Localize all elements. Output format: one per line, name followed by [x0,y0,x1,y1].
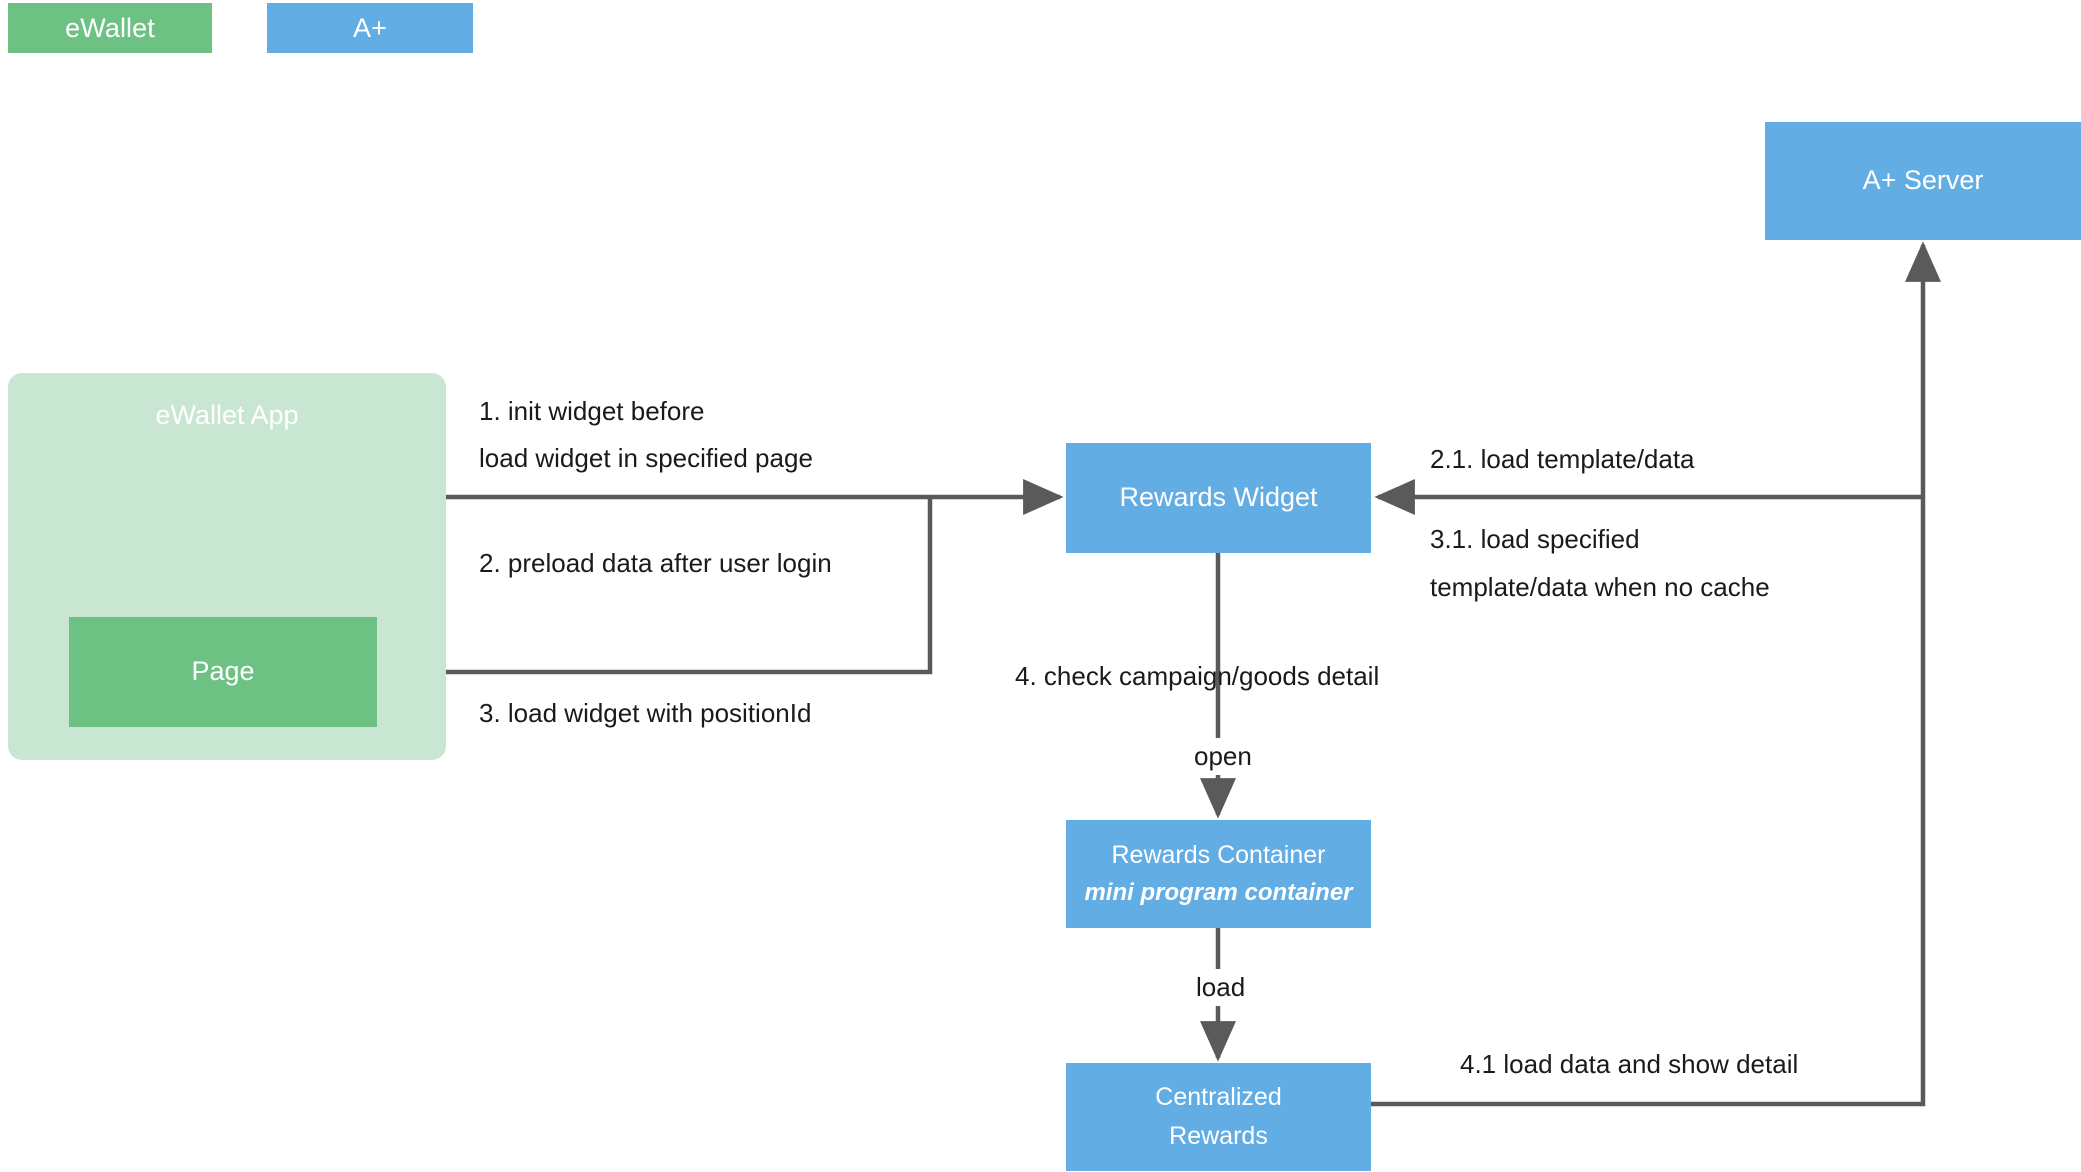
node-aplus-server[interactable]: A+ Server [1765,122,2081,240]
node-rewards-container[interactable]: Rewards Container mini program container [1066,820,1371,928]
edge-label-step31-line1: 3.1. load specified [1430,524,1640,554]
node-rewards-container-label: Rewards Container [1111,841,1326,870]
node-aplus-server-label: A+ Server [1862,165,1984,196]
edge-label-step2: 2. preload data after user login [479,548,832,578]
edge-load-data-show-detail [1371,241,1941,1107]
node-centralized-rewards-label-line1: Centralized [1155,1083,1282,1111]
node-page-label: Page [191,656,255,687]
node-rewards-widget[interactable]: Rewards Widget [1066,443,1371,553]
edge-label-load: load [1188,969,1254,1006]
edge-label-step1-line2: load widget in specified page [479,443,813,473]
node-centralized-rewards-label-line2: Rewards [1169,1122,1268,1150]
edge-label-open: open [1186,738,1260,775]
edge-load-widget-positionid [377,499,933,675]
legend-ewallet[interactable]: eWallet [8,3,212,53]
edge-label-step41: 4.1 load data and show detail [1460,1049,1799,1079]
legend-aplus[interactable]: A+ [267,3,473,53]
node-rewards-container-sublabel: mini program container [1084,879,1353,907]
node-page[interactable]: Page [69,617,377,727]
node-centralized-rewards[interactable]: Centralized Rewards [1066,1063,1371,1171]
node-rewards-widget-label: Rewards Widget [1119,482,1318,513]
edge-label-step4: 4. check campaign/goods detail [1015,661,1380,691]
edge-label-step31-line2: template/data when no cache [1430,572,1770,602]
node-ewallet-app-label: eWallet App [155,400,299,430]
edge-label-step1-line1: 1. init widget before [479,396,705,426]
edge-label-step21: 2.1. load template/data [1430,444,1695,474]
edge-label-step3: 3. load widget with positionId [479,698,812,728]
